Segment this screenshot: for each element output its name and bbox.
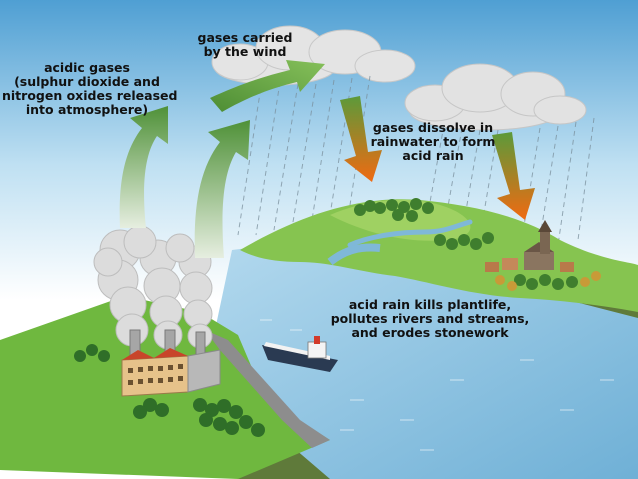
ship — [262, 336, 338, 372]
forest-right — [354, 198, 578, 290]
road — [205, 330, 330, 448]
effects-label: acid rain kills plantlife, pollutes rive… — [325, 298, 535, 340]
dissolve-line-3: acid rain — [402, 148, 464, 163]
wind-arrow — [210, 60, 325, 112]
forest-left — [74, 344, 265, 437]
dissolve-label: gases dissolve in rainwater to form acid… — [368, 121, 498, 163]
estuary — [327, 243, 381, 266]
falling-arrow-right — [492, 132, 535, 220]
acidic-gases-line-1: acidic gases — [44, 60, 130, 75]
acidic-gases-label: acidic gases (sulphur dioxide and nitrog… — [2, 60, 178, 117]
stream — [347, 219, 473, 248]
acidic-gases-line-3: nitrogen oxides released — [2, 88, 178, 103]
village — [485, 220, 574, 272]
cloud-right — [404, 63, 587, 131]
effects-line-1: acid rain kills plantlife, — [348, 297, 512, 312]
effects-line-3: and erodes stonework — [351, 325, 509, 340]
factory — [121, 348, 221, 397]
smoke-plumes — [93, 225, 213, 350]
carried-by-wind-line-2: by the wind — [203, 44, 287, 59]
forest-autumn — [495, 271, 601, 291]
water-ripples — [260, 319, 614, 451]
acidic-gases-line-4: into atmosphere) — [25, 102, 149, 117]
falling-arrow-left — [340, 96, 382, 182]
carried-by-wind-line-1: gases carried — [197, 30, 293, 45]
dissolve-line-1: gases dissolve in — [372, 120, 494, 135]
rising-arrow-left — [119, 106, 168, 228]
hills — [240, 199, 638, 312]
rising-arrow-right — [194, 120, 250, 258]
carried-by-wind-label: gases carried by the wind — [190, 31, 300, 59]
effects-line-2: pollutes rivers and streams, — [330, 311, 530, 326]
dissolve-line-2: rainwater to form — [370, 134, 496, 149]
acidic-gases-line-2: (sulphur dioxide and — [14, 74, 160, 89]
